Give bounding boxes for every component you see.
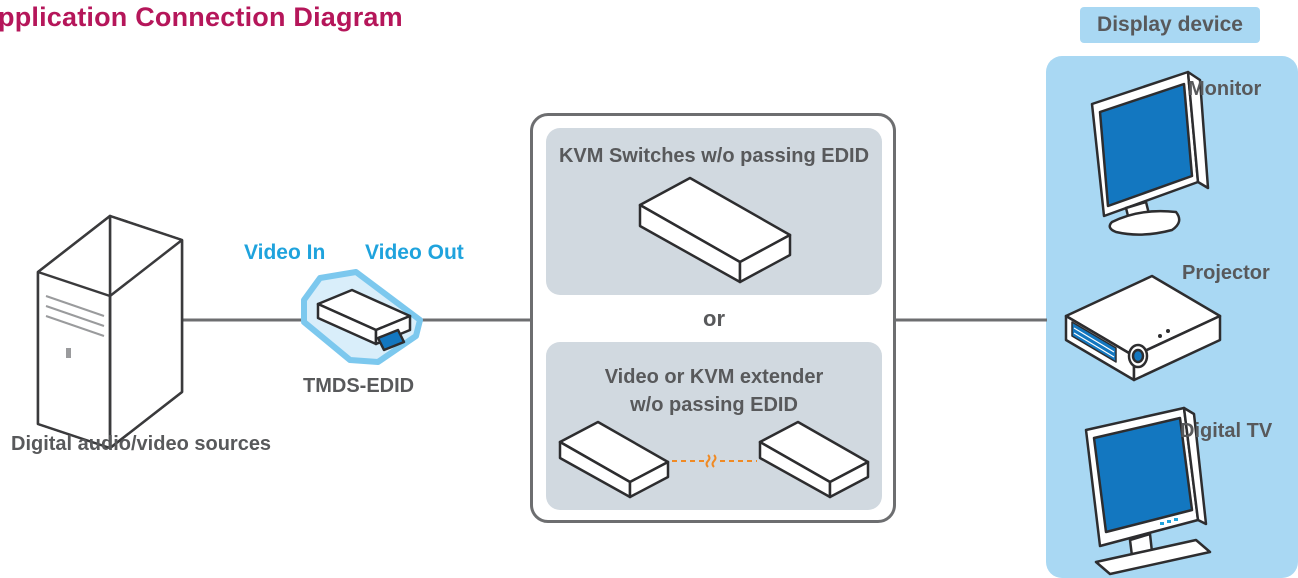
digital-tv-label: Digital TV bbox=[1180, 420, 1273, 442]
kvm-switch-icon bbox=[638, 176, 792, 284]
tmds-edid-adapter-icon bbox=[301, 269, 423, 365]
extender-label-line1: Video or KVM extender bbox=[604, 366, 824, 388]
extender-right-icon bbox=[758, 420, 870, 499]
extender-link-dashed bbox=[672, 454, 757, 468]
extender-left-icon bbox=[558, 420, 670, 499]
video-out-label: Video Out bbox=[365, 241, 464, 264]
projector-label: Projector bbox=[1182, 262, 1270, 284]
source-label: Digital audio/video sources bbox=[11, 433, 272, 455]
projector-icon bbox=[1064, 274, 1222, 382]
kvm-switch-label: KVM Switches w/o passing EDID bbox=[558, 145, 870, 167]
pc-tower-icon bbox=[36, 214, 184, 450]
display-device-header: Display device bbox=[1080, 7, 1260, 43]
extender-label-line2: w/o passing EDID bbox=[630, 394, 798, 416]
monitor-label: Monitor bbox=[1188, 78, 1262, 100]
video-in-label: Video In bbox=[244, 241, 326, 264]
page-title: pplication Connection Diagram bbox=[0, 2, 403, 32]
monitor-icon bbox=[1090, 70, 1210, 236]
or-label: or bbox=[703, 306, 725, 331]
digital-tv-icon bbox=[1084, 406, 1212, 576]
adapter-name-label: TMDS-EDID bbox=[303, 375, 415, 397]
